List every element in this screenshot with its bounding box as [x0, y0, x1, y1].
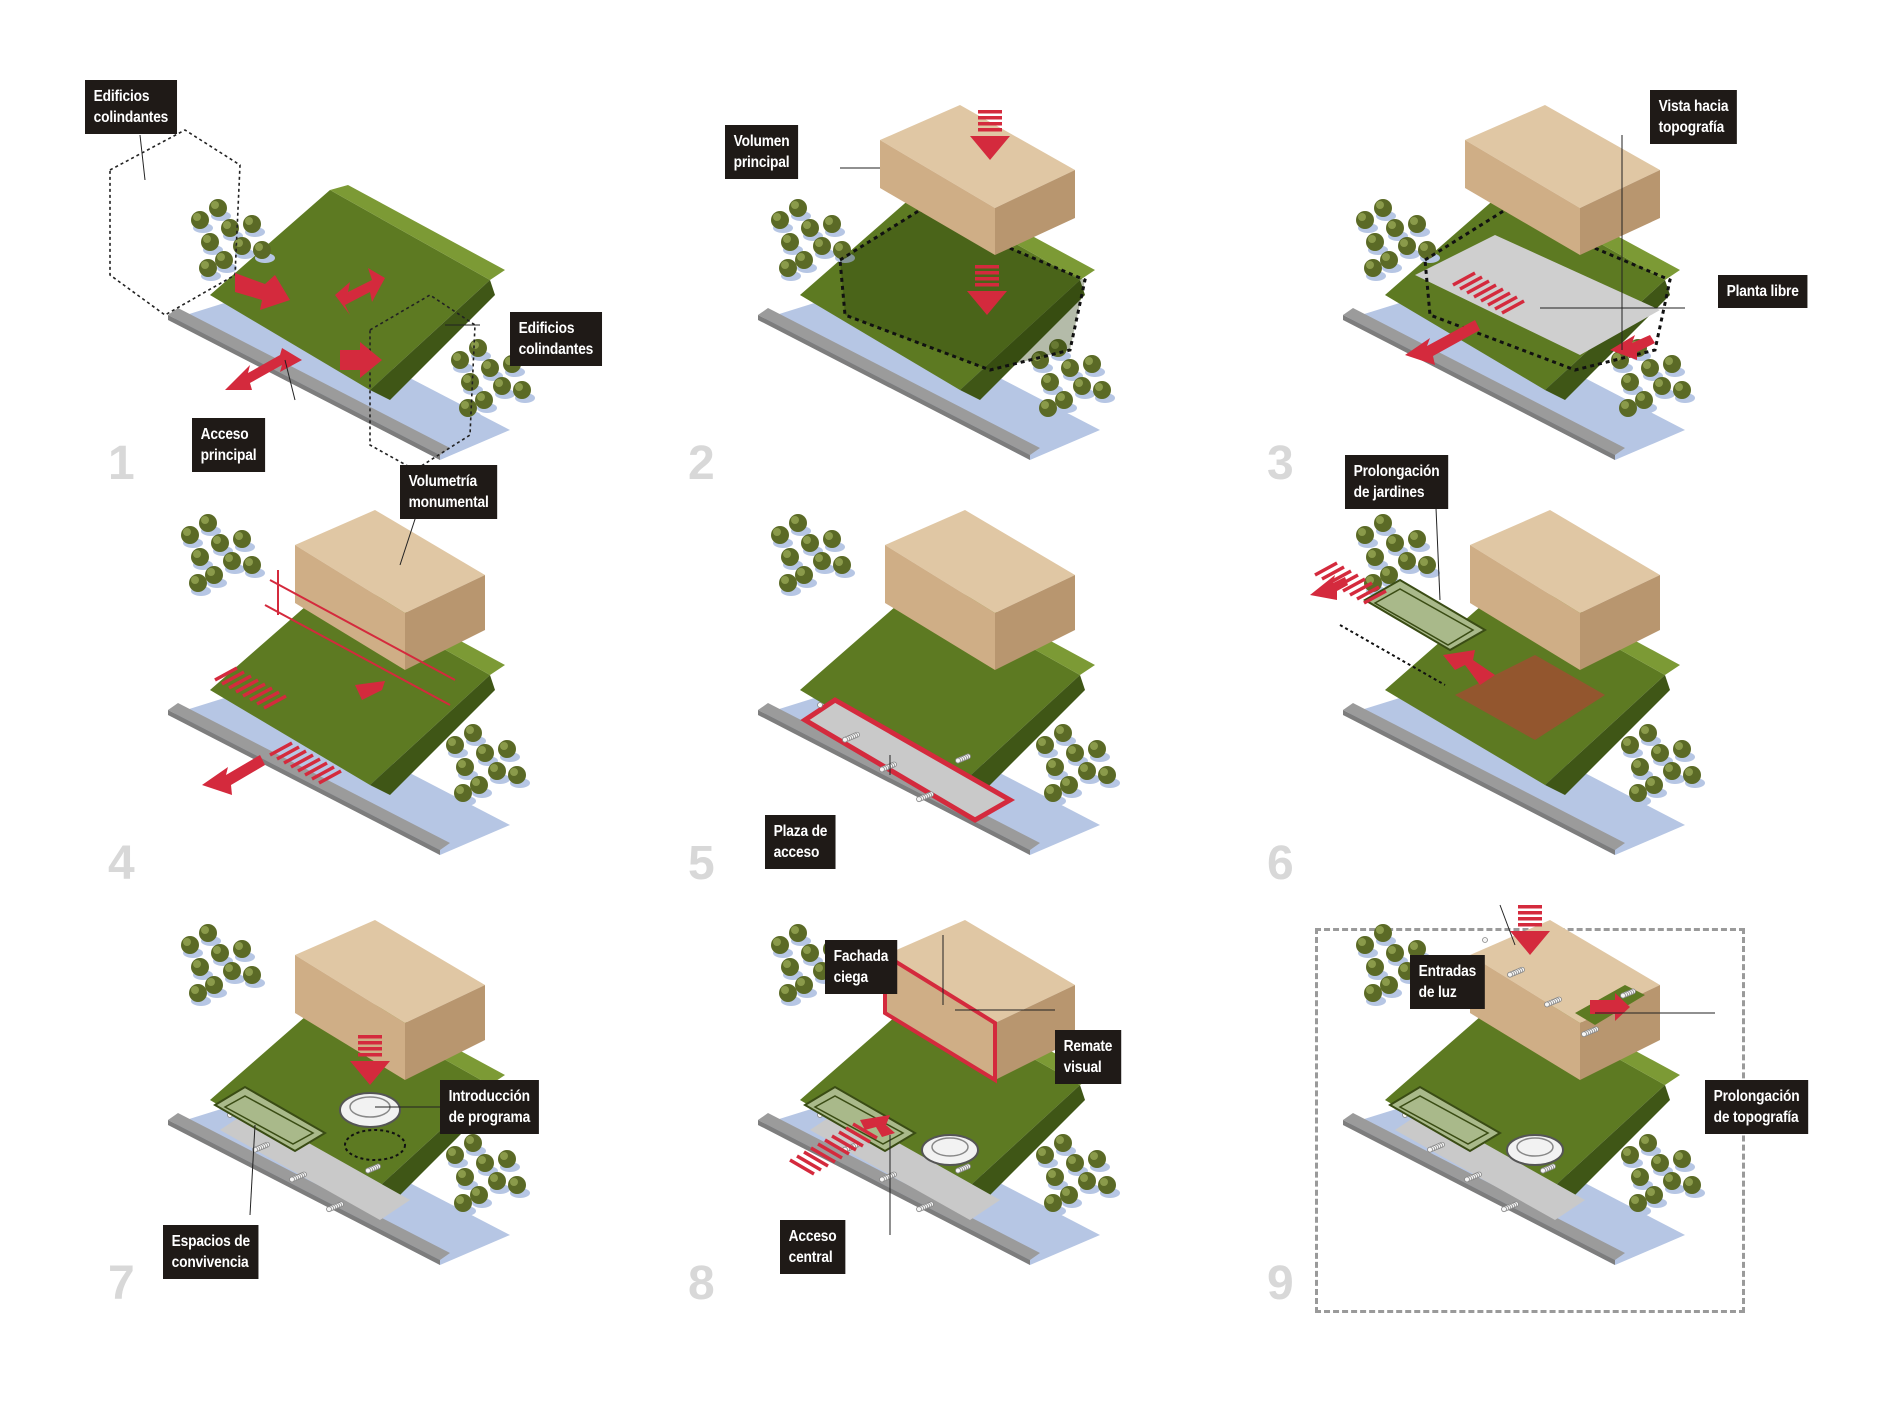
tree-cluster-icon	[1356, 199, 1440, 281]
step-1-site-icon	[109, 129, 535, 471]
step-number: 5	[688, 837, 715, 890]
label-introduccion-de-programa: Introducción de programa	[440, 1080, 539, 1134]
step-number: 7	[108, 1257, 135, 1310]
label-plaza-de-acceso: Plaza de acceso	[765, 815, 836, 869]
label-remate-visual: Remate visual	[1055, 1030, 1121, 1084]
down-arrow-icon	[1510, 905, 1550, 955]
step-number: 9	[1267, 1257, 1294, 1310]
tree-cluster-icon	[181, 514, 265, 596]
tree-cluster-icon	[446, 724, 530, 806]
tree-cluster-icon	[446, 1134, 530, 1216]
down-arrow-icon	[967, 265, 1007, 315]
label-planta-libre: Planta libre	[1718, 275, 1808, 308]
people-dots-icon	[1402, 1112, 1556, 1213]
tree-cluster-icon	[1356, 514, 1440, 596]
tree-cluster-icon	[1621, 1134, 1705, 1216]
circulation-stripes-icon	[789, 1122, 878, 1176]
panel-4: 4 Volumetría monumental	[100, 455, 720, 890]
panel-5: 5 Plaza de acceso	[688, 455, 1310, 890]
step-number: 3	[1267, 437, 1294, 490]
step-number: 1	[108, 437, 135, 490]
label-edificios-colindantes-top: Edificios colindantes	[85, 80, 177, 134]
panel-7: 7 Introducción de programa Espacios de c…	[100, 865, 720, 1308]
circulation-stripes-icon	[214, 666, 287, 710]
label-fachada-ciega: Fachada ciega	[825, 940, 897, 994]
label-prolongacion-de-jardines: Prolongación de jardines	[1345, 455, 1449, 509]
step-2-volume-icon	[758, 105, 1115, 460]
panel-9: 9 Entradas de luz Prolongación de topogr…	[1267, 865, 1895, 1308]
step-4-monumental-icon	[168, 509, 530, 855]
label-volumetria-monumental: Volumetría monumental	[400, 465, 498, 519]
step-5-plaza-icon	[758, 510, 1120, 855]
label-espacios-de-convivencia: Espacios de convivencia	[163, 1225, 259, 1279]
panel-3: 3 Vista hacia topografía Planta libre	[1267, 60, 1895, 490]
tree-cluster-icon	[191, 199, 275, 281]
label-entradas-de-luz: Entradas de luz	[1410, 955, 1485, 1009]
label-acceso-principal: Acceso principal	[192, 418, 266, 472]
tree-cluster-icon	[1036, 724, 1120, 806]
down-arrow-icon	[970, 110, 1010, 160]
step-8-facade-icon	[758, 920, 1120, 1265]
label-edificios-colindantes-right: Edificios colindantes	[510, 312, 602, 366]
step-3-raised-volume-icon	[1343, 105, 1695, 460]
step-7-program-icon	[168, 920, 530, 1265]
tree-cluster-icon	[771, 199, 855, 281]
label-prolongacion-de-topografia: Prolongación de topografía	[1705, 1080, 1809, 1134]
label-volumen-principal: Volumen principal	[725, 125, 799, 179]
step-9-final-icon	[1343, 904, 1715, 1265]
down-arrow-icon	[350, 1035, 390, 1085]
step-number: 2	[688, 437, 715, 490]
step-number: 4	[108, 837, 135, 890]
tree-cluster-icon	[181, 924, 265, 1006]
step-number: 8	[688, 1257, 715, 1310]
tree-cluster-icon	[1621, 724, 1705, 806]
tree-cluster-icon	[771, 514, 855, 596]
people-dots-icon	[1482, 937, 1636, 1038]
tree-cluster-icon	[1036, 1134, 1120, 1216]
circulation-stripes-icon	[1452, 271, 1525, 315]
panel-6: 6 Prolongación de jardines	[1267, 455, 1895, 888]
circulation-stripes-icon	[269, 741, 342, 785]
panel-1: 1 Edificios colindantes Edificios colind…	[85, 60, 720, 490]
tree-cluster-icon	[1031, 339, 1115, 421]
panel-8: 8 Fachada ciega Remate visual Acceso cen…	[688, 865, 1310, 1308]
step-6-gardens-icon	[1310, 484, 1705, 855]
panel-2: 2 Volumen principal	[688, 60, 1310, 490]
step-number: 6	[1267, 837, 1294, 890]
label-acceso-central: Acceso central	[780, 1220, 846, 1274]
label-vista-hacia-topografia: Vista hacia topografía	[1650, 90, 1737, 144]
people-dots-icon	[227, 1112, 381, 1213]
